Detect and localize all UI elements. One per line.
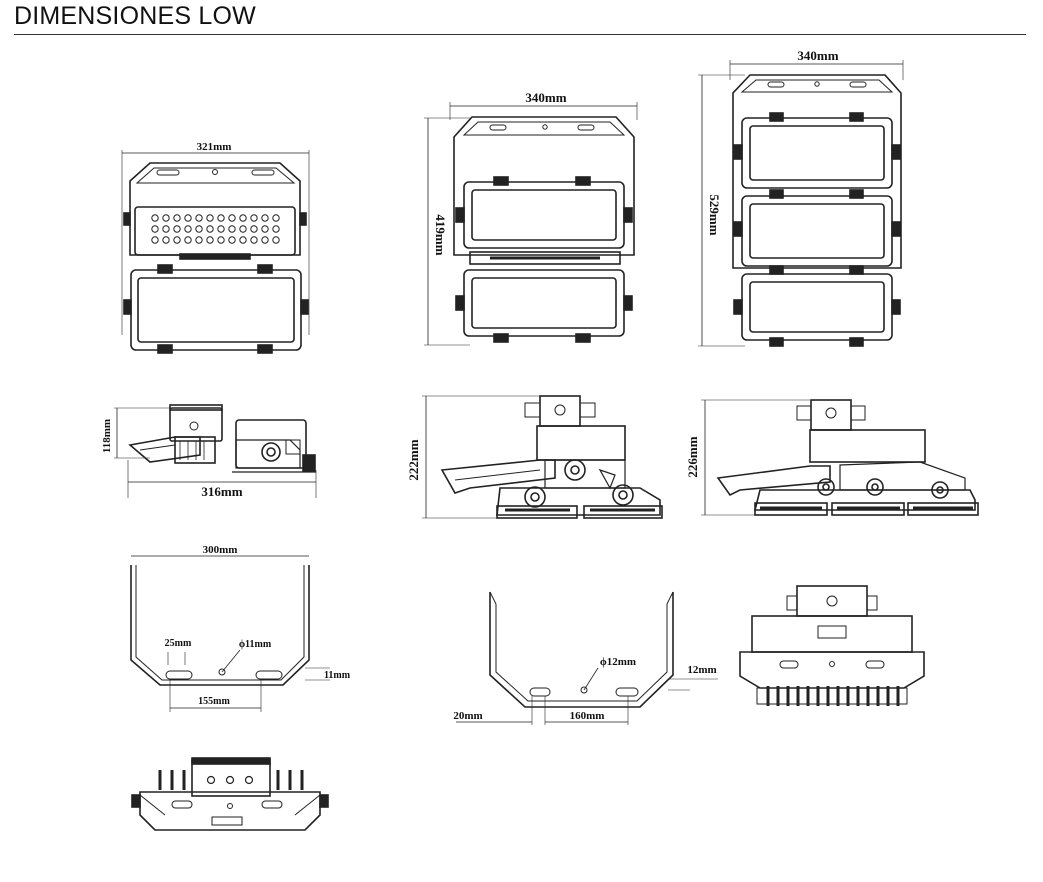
bracket-large-spacing-label: 160mm (570, 710, 605, 722)
front-view-double: 340mm 419mm (424, 90, 638, 346)
front-triple-width-label: 340mm (797, 48, 838, 63)
bracket-small-width-label: 300mm (203, 544, 238, 556)
led-array (151, 214, 280, 244)
bracket-view-large: ϕ12mm 12mm 20mm 160mm (453, 591, 718, 725)
bracket-large-slot-label: 20mm (453, 710, 482, 722)
bracket-small-slot-label: 25mm (165, 638, 192, 649)
side-view-single: 118mm 316mm (101, 404, 317, 499)
bracket-small-spacing-label: 155mm (198, 696, 230, 707)
rear-view-small (131, 757, 329, 831)
front-single-width-label: 321mm (197, 141, 232, 153)
side-double-height-label: 222mm (406, 439, 421, 480)
bracket-small-hole-label: ϕ11mm (239, 639, 272, 650)
front-view-single: 321mm (121, 141, 310, 354)
side-view-double: 222mm (406, 395, 663, 519)
bracket-large-hole-label: ϕ12mm (600, 656, 636, 668)
side-single-height-label: 118mm (101, 419, 113, 453)
front-double-height-label: 419mm (433, 214, 448, 255)
bracket-small-thickness-label: 11mm (324, 670, 351, 681)
bracket-view-small: 300mm 25mm ϕ11mm 11mm 155mm (130, 544, 351, 712)
bracket-large-thickness-label: 12mm (687, 664, 716, 676)
front-double-width-label: 340mm (525, 90, 566, 105)
front-view-triple: 340mm 529mm (698, 48, 904, 347)
side-triple-height-label: 226mm (685, 436, 700, 477)
front-triple-height-label: 529mm (707, 194, 722, 235)
side-single-width-label: 316mm (201, 484, 242, 499)
page-title: DIMENSIONES LOW (14, 2, 256, 30)
page-header: DIMENSIONES LOW (14, 0, 1026, 35)
side-view-triple: 226mm (685, 399, 979, 516)
rear-view-large (739, 585, 925, 706)
